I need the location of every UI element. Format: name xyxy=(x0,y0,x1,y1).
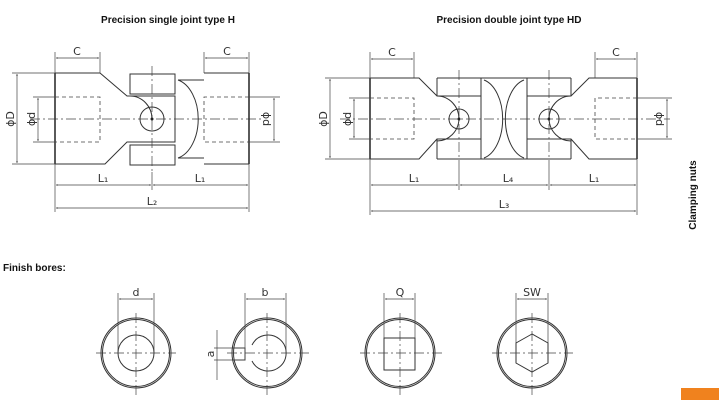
dim-l1-right-double: L₁ xyxy=(589,172,600,185)
dim-bore-right-double: ϕd xyxy=(653,112,666,126)
bore-keyway xyxy=(214,293,310,395)
accent-tab xyxy=(681,388,719,400)
dim-bore-left-double: ϕd xyxy=(341,112,354,126)
dim-outer-diameter-double: ϕD xyxy=(317,111,330,127)
dim-b-keyway: b xyxy=(262,286,269,299)
dim-q-square: Q xyxy=(396,286,405,299)
double-joint-title: Precision double joint type HD xyxy=(436,15,581,26)
dim-sw-hexagon: SW xyxy=(523,286,541,299)
finish-bores-title: Finish bores: xyxy=(3,263,66,274)
dim-c-left-double: C xyxy=(388,46,396,59)
dim-l3: L₃ xyxy=(499,198,510,211)
dim-l4: L₄ xyxy=(503,172,514,185)
dim-outer-diameter: ϕD xyxy=(4,111,17,127)
dim-bore-left: ϕd xyxy=(25,112,38,126)
dim-c-left: C xyxy=(73,45,81,58)
dim-l1-left: L₁ xyxy=(98,172,109,185)
bore-hexagon xyxy=(492,293,573,395)
bore-square xyxy=(360,293,442,395)
dim-l2: L₂ xyxy=(147,195,158,208)
clamping-nuts-label: Clamping nuts xyxy=(688,160,699,230)
single-joint-title: Precision single joint type H xyxy=(101,15,235,26)
dim-c-right-double: C xyxy=(612,46,620,59)
double-joint-drawing xyxy=(325,52,672,215)
single-joint-drawing xyxy=(12,52,280,212)
dim-bore-right: ϕd xyxy=(260,112,273,126)
bore-round xyxy=(96,293,176,395)
dim-c-right: C xyxy=(223,45,231,58)
dim-a-keyway: a xyxy=(204,351,217,358)
dim-l1-left-double: L₁ xyxy=(409,172,420,185)
dim-l1-right: L₁ xyxy=(195,172,206,185)
dim-d-bore: d xyxy=(133,286,140,299)
